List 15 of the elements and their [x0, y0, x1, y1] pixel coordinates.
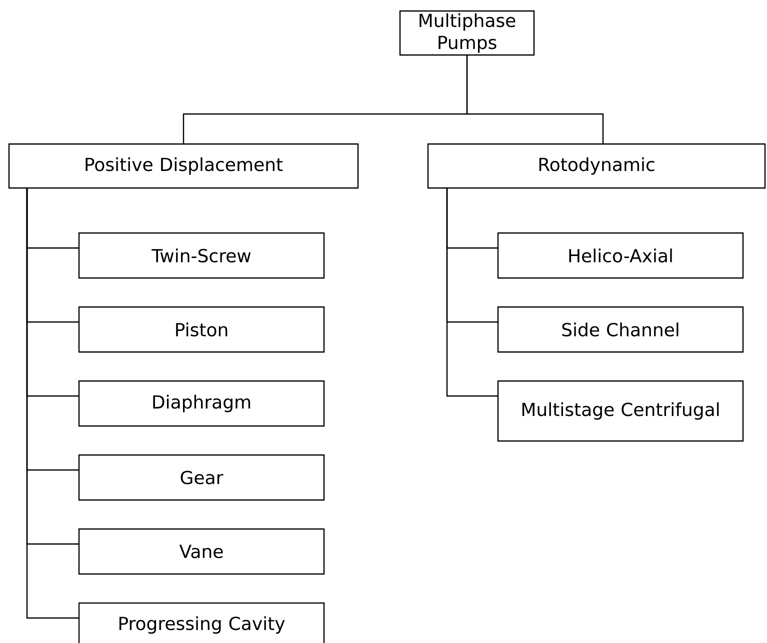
pump-type-box: Helico-Axial: [497, 232, 744, 279]
pump-type-box: Piston: [78, 306, 325, 353]
category-box: Rotodynamic: [427, 143, 766, 189]
category-box: Multiphase Pumps: [399, 10, 535, 56]
connector-line: [466, 55, 604, 144]
connector-line: [446, 188, 498, 397]
pump-type-box: Progressing Cavity: [78, 602, 325, 643]
pump-type-box: Multistage Centrifugal: [497, 380, 744, 442]
pump-type-box: Gear: [78, 454, 325, 501]
pump-type-box: Side Channel: [497, 306, 744, 353]
pump-type-box: Vane: [78, 528, 325, 575]
category-box: Positive Displacement: [8, 143, 359, 189]
connector-line: [26, 188, 79, 619]
pump-type-box: Twin-Screw: [78, 232, 325, 279]
pump-type-box: Diaphragm: [78, 380, 325, 427]
